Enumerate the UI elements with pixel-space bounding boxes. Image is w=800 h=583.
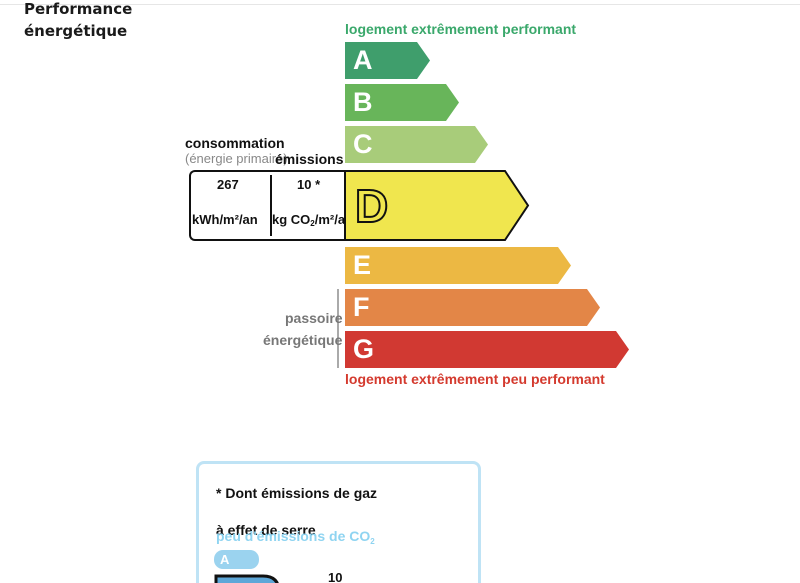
energy-class-f-bar: F bbox=[345, 289, 600, 326]
energy-class-f-shape bbox=[345, 289, 600, 326]
emissions-label: émissions bbox=[275, 151, 344, 167]
energy-class-g-letter: G bbox=[353, 334, 375, 364]
energy-class-g-shape bbox=[345, 331, 629, 368]
ges-class-a-shape bbox=[214, 550, 259, 569]
emissions-unit: kg CO2/m²/an bbox=[272, 212, 353, 228]
energy-class-c-shape bbox=[345, 126, 488, 163]
values-box bbox=[189, 170, 349, 241]
consumption-value: 267 bbox=[217, 177, 239, 192]
energy-class-d-bar: D bbox=[344, 170, 530, 241]
energy-class-a-bar: A bbox=[345, 42, 430, 79]
energy-class-c-bar: C bbox=[345, 126, 488, 163]
page-title: Performance énergétique bbox=[24, 0, 132, 42]
ges-class-a-bar: A bbox=[214, 550, 259, 569]
scale-bottom-caption: logement extrêmement peu performant bbox=[345, 371, 605, 387]
emissions-unit-sub: 2 bbox=[310, 219, 315, 228]
emissions-unit-prefix: kg CO bbox=[272, 212, 311, 227]
scale-top-caption: logement extrêmement performant bbox=[345, 21, 577, 37]
consumption-sublabel: (énergie primaire) bbox=[185, 151, 288, 166]
ges-class-b-shape bbox=[214, 574, 279, 583]
ges-class-a-letter: A bbox=[220, 552, 230, 567]
ges-caption: peu d'émissions de CO2 bbox=[216, 528, 375, 546]
energy-class-a-letter: A bbox=[353, 45, 373, 75]
energy-class-e-bar: E bbox=[345, 247, 571, 284]
passoire-label-1: passoire bbox=[285, 310, 343, 326]
ges-caption-text: peu d'émissions de CO bbox=[216, 528, 371, 544]
ges-value: 10 bbox=[328, 570, 343, 583]
top-divider bbox=[0, 4, 800, 5]
energy-class-e-letter: E bbox=[353, 250, 372, 280]
ges-caption-sub: 2 bbox=[370, 537, 375, 546]
energy-class-f-letter: F bbox=[353, 292, 370, 322]
consumption-unit: kWh/m²/an bbox=[192, 212, 258, 227]
ges-class-b-bar bbox=[213, 572, 283, 583]
energy-class-b-shape bbox=[345, 84, 459, 121]
title-line-2: énergétique bbox=[24, 22, 128, 40]
energy-class-g-bar: G bbox=[345, 331, 629, 368]
energy-class-e-shape bbox=[345, 247, 571, 284]
passoire-label-2: énergétique bbox=[263, 332, 343, 348]
emissions-value: 10 * bbox=[297, 177, 321, 192]
ges-note-line-2: à effet de serre bbox=[216, 522, 316, 538]
ges-note-line-1: * Dont émissions de gaz bbox=[216, 485, 378, 501]
energy-class-b-letter: B bbox=[353, 87, 373, 117]
consumption-label: consommation bbox=[185, 135, 285, 151]
values-divider bbox=[270, 175, 272, 236]
title-line-1: Performance bbox=[24, 0, 133, 18]
emissions-unit-suffix: /m²/an bbox=[314, 212, 354, 227]
energy-class-b-bar: B bbox=[345, 84, 459, 121]
passoire-bracket bbox=[337, 289, 339, 368]
energy-class-d-letter: D bbox=[354, 180, 389, 232]
energy-class-d-shape bbox=[344, 170, 530, 241]
energy-class-a-shape bbox=[345, 42, 430, 79]
energy-class-c-letter: C bbox=[353, 129, 373, 159]
